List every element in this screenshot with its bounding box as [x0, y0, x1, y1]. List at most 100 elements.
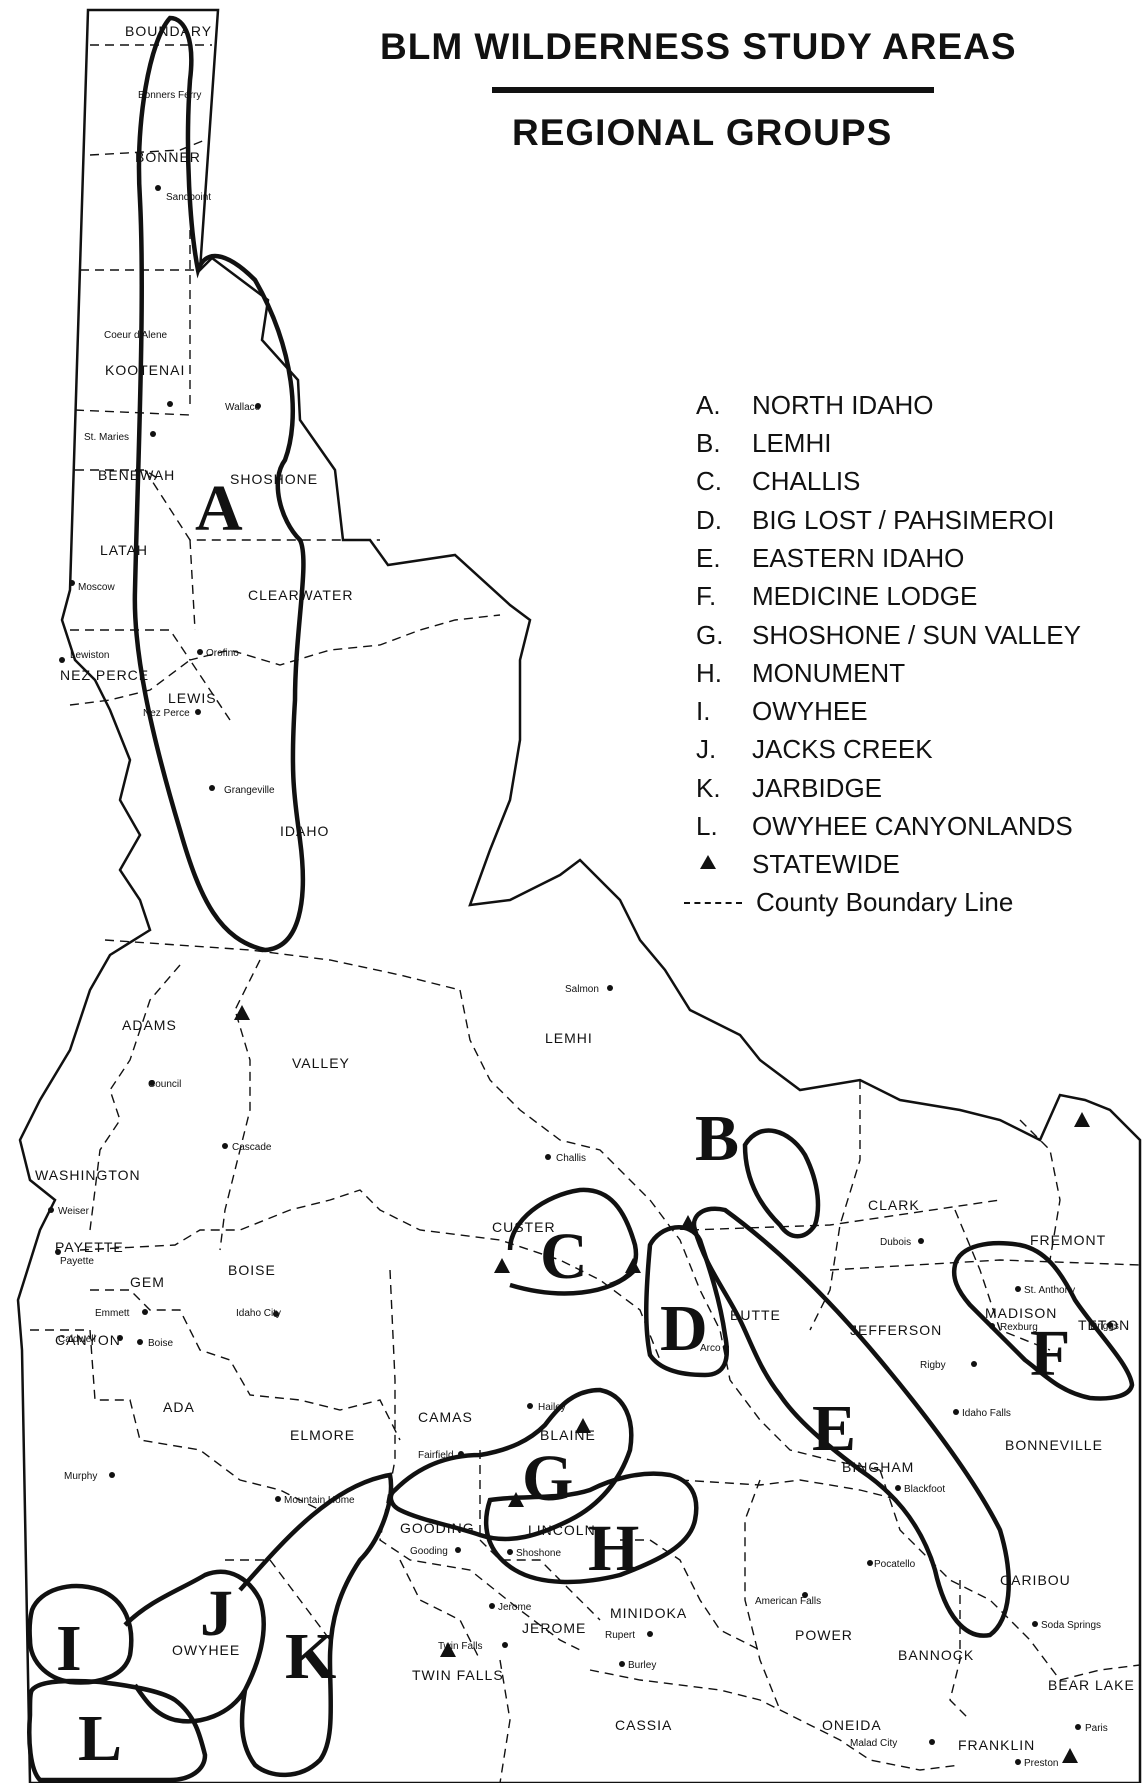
- statewide-triangle-icon: [575, 1418, 591, 1433]
- town-label: Emmett: [95, 1308, 130, 1319]
- group-j-outline: [123, 1569, 266, 1724]
- statewide-triangle-icon: [625, 1258, 641, 1273]
- county-label: CLEARWATER: [248, 587, 353, 603]
- town-label: Coeur d'Alene: [104, 330, 168, 341]
- town-label: Wallace: [225, 402, 261, 413]
- county-label: WASHINGTON: [35, 1167, 141, 1183]
- county-label: CANYON: [55, 1332, 121, 1348]
- group-a-outline: [132, 15, 306, 953]
- town-label: Orofino: [206, 648, 239, 659]
- town-label: Mountain Home: [284, 1495, 355, 1506]
- county-label: JEFFERSON: [850, 1322, 942, 1338]
- statewide-triangle-icon: [440, 1642, 456, 1657]
- wsa-group-outlines: [27, 15, 1135, 1783]
- statewide-triangle-icon: [508, 1492, 524, 1507]
- town-label: Soda Springs: [1041, 1620, 1101, 1631]
- group-label-h: H: [588, 1512, 639, 1585]
- town-label: American Falls: [755, 1596, 821, 1607]
- group-label-i: I: [56, 1612, 82, 1685]
- county-label: ADA: [163, 1399, 195, 1415]
- town-label: Driggs: [1090, 1321, 1119, 1332]
- county-boundary-line-icon: [684, 902, 742, 904]
- map-subtitle: REGIONAL GROUPS: [512, 112, 893, 153]
- town-label: Idaho City: [236, 1308, 281, 1319]
- county-label: KOOTENAI: [105, 362, 185, 378]
- county-label: BONNEVILLE: [1005, 1437, 1103, 1453]
- county-label: FREMONT: [1030, 1232, 1106, 1248]
- county-boundaries: [30, 44, 1141, 1783]
- statewide-markers: [234, 1005, 1090, 1763]
- town-label: Payette: [60, 1256, 94, 1267]
- statewide-triangle-icon: [494, 1258, 510, 1273]
- statewide-triangle-icon: [234, 1005, 250, 1020]
- town-label: Bonners Ferry: [138, 90, 201, 101]
- group-f-outline: [952, 1240, 1135, 1401]
- county-label: LINCOLN: [528, 1522, 596, 1538]
- state-outline: [16, 8, 1142, 1783]
- county-label: IDAHO: [280, 823, 329, 839]
- county-label: LEMHI: [545, 1030, 593, 1046]
- county-label: BONNER: [135, 149, 201, 165]
- county-label: POWER: [795, 1627, 853, 1643]
- county-label: CAMAS: [418, 1409, 473, 1425]
- town-label: Idaho Falls: [962, 1408, 1011, 1419]
- town-label: Boise: [148, 1338, 173, 1349]
- county-label: PAYETTE: [55, 1239, 124, 1255]
- county-label: MINIDOKA: [610, 1605, 687, 1621]
- county-label: CUSTER: [492, 1219, 556, 1235]
- county-label: BENEWAH: [98, 467, 175, 483]
- county-label: NEZ PERCE: [60, 667, 149, 683]
- town-label: Cascade: [232, 1142, 272, 1153]
- town-label: Jerome: [498, 1602, 532, 1613]
- county-label: MADISON: [985, 1305, 1057, 1321]
- town-label: St. Maries: [84, 432, 129, 443]
- group-k-outline: [238, 1472, 394, 1778]
- town-label: Malad City: [850, 1738, 897, 1749]
- county-label: BOISE: [228, 1262, 276, 1278]
- county-label: CLARK: [868, 1197, 920, 1213]
- county-label: TETON: [1078, 1317, 1130, 1333]
- county-label: FRANKLIN: [958, 1737, 1035, 1753]
- town-label: Gooding: [410, 1546, 448, 1557]
- county-label: JEROME: [522, 1620, 586, 1636]
- county-label: ADAMS: [122, 1017, 177, 1033]
- county-label: CARIBOU: [1000, 1572, 1071, 1588]
- group-g-outline: [388, 1387, 634, 1542]
- town-label: Rupert: [605, 1630, 635, 1641]
- group-label-l: L: [78, 1702, 122, 1775]
- group-label-k: K: [285, 1620, 336, 1693]
- group-i-outline: [27, 1583, 134, 1685]
- county-label: ONEIDA: [822, 1717, 882, 1733]
- town-label: Hailey: [538, 1402, 566, 1413]
- town-label: Pocatello: [874, 1559, 916, 1570]
- group-label-e: E: [812, 1392, 856, 1465]
- town-label: Dubois: [880, 1237, 911, 1248]
- town-label: Twin Falls: [438, 1641, 482, 1652]
- town-label: Rexburg: [1000, 1322, 1038, 1333]
- group-e-outline: [691, 1206, 1011, 1638]
- county-label: BEAR LAKE: [1048, 1677, 1135, 1693]
- town-label: Blackfoot: [904, 1484, 945, 1495]
- county-label: LEWIS: [168, 690, 217, 706]
- group-label-d: D: [660, 1292, 708, 1365]
- statewide-triangle-icon: [700, 855, 716, 869]
- town-label: Salmon: [565, 984, 599, 995]
- town-label: Arco: [700, 1343, 721, 1354]
- town-label: Weiser: [58, 1206, 90, 1217]
- group-label-f: F: [1030, 1317, 1070, 1390]
- group-label-b: B: [695, 1102, 739, 1175]
- town-label: Caldwell: [58, 1334, 96, 1345]
- county-label: BOUNDARY: [125, 23, 212, 39]
- statewide-triangle-icon: [680, 1215, 696, 1230]
- county-label: SHOSHONE: [230, 471, 318, 487]
- county-label: BLAINE: [540, 1427, 596, 1443]
- town-dots: [48, 185, 1113, 1765]
- county-label: BUTTE: [730, 1307, 781, 1323]
- county-label: BINGHAM: [842, 1459, 914, 1475]
- group-label-a: A: [195, 472, 243, 545]
- town-label: Burley: [628, 1660, 656, 1671]
- town-label: Sandpoint: [166, 192, 211, 203]
- group-label-j: J: [200, 1577, 233, 1650]
- county-label: CASSIA: [615, 1717, 672, 1733]
